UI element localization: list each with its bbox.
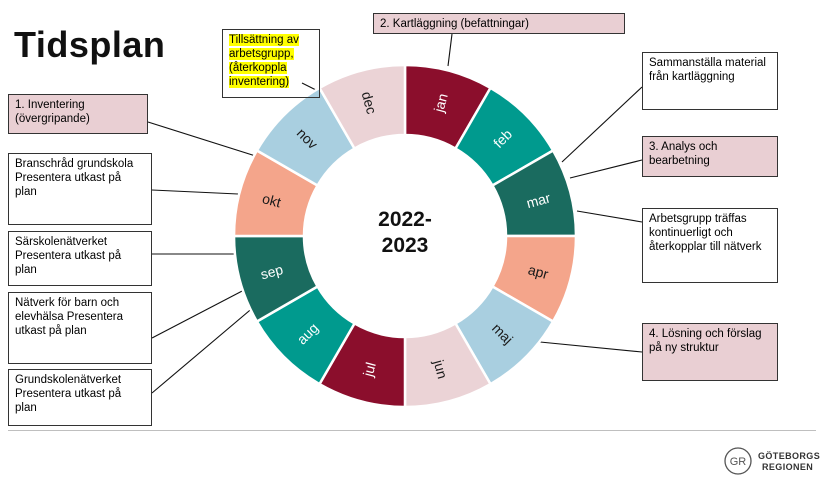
month-label-jun: jun <box>430 357 451 380</box>
connector-grundskole <box>151 299 263 394</box>
month-segment-dec <box>317 63 407 151</box>
month-label-apr: apr <box>526 261 550 282</box>
box-grundskole-text: Grundskolenätverket Presentera utkast på… <box>15 374 122 414</box>
box-analys: 3. Analys och bearbetning <box>642 136 778 177</box>
box-sammanstalla-text: Sammanställa material från kartläggning <box>649 57 766 83</box>
goteborgsregionen-logo: GR GÖTEBORGS REGIONEN <box>724 447 820 475</box>
box-sammanstalla: Sammanställa material från kartläggning <box>642 52 778 110</box>
box-losning-text: 4. Lösning och förslag på ny struktur <box>649 328 762 354</box>
footer-divider <box>8 430 816 431</box>
connector-kartlaggning <box>447 33 453 67</box>
logo-line2: REGIONEN <box>762 462 813 472</box>
box-tillsattning: Tillsättning av arbetsgrupp, (återkoppla… <box>222 29 320 98</box>
logo-line1: GÖTEBORGS <box>758 451 820 461</box>
svg-text:GR: GR <box>730 456 747 468</box>
month-label-dec: dec <box>359 90 380 116</box>
month-label-jul: jul <box>359 360 378 379</box>
box-inventering: 1. Inventering (övergripande) <box>8 94 148 134</box>
box-sarskole-text: Särskolenätverket Presentera utkast på p… <box>15 236 122 276</box>
box-branschrad-text: Branschråd grundskola Presentera utkast … <box>15 158 134 198</box>
month-label-jan: jan <box>430 92 451 115</box>
connector-losning <box>539 341 643 353</box>
box-tillsattning-text: Tillsättning av arbetsgrupp, (återkoppla… <box>229 34 299 88</box>
box-branschrad: Branschråd grundskola Presentera utkast … <box>8 153 152 225</box>
box-analys-text: 3. Analys och bearbetning <box>649 141 718 167</box>
page-title: Tidsplan <box>14 24 166 65</box>
month-label-okt: okt <box>261 190 283 210</box>
connector-lines <box>147 33 643 394</box>
box-sarskole: Särskolenätverket Presentera utkast på p… <box>8 231 152 286</box>
box-losning: 4. Lösning och förslag på ny struktur <box>642 323 778 381</box>
box-inventering-text: 1. Inventering (övergripande) <box>15 99 90 125</box>
connector-arbetsgrupp <box>576 210 643 223</box>
box-kartlaggning-text: 2. Kartläggning (befattningar) <box>380 18 529 30</box>
center-year-line1: 2022- <box>378 208 432 231</box>
connector-inventering <box>147 121 263 159</box>
connector-analys <box>569 159 643 179</box>
box-kartlaggning: 2. Kartläggning (befattningar) <box>373 13 625 34</box>
connector-branschrad <box>151 189 239 195</box>
box-natverk-barn-text: Nätverk för barn och elevhälsa Presenter… <box>15 297 124 337</box>
month-label-mar: mar <box>525 189 553 211</box>
box-arbetsgrupp-text: Arbetsgrupp träffas kontinuerligt och åt… <box>649 213 762 253</box>
connector-sammanstalla <box>561 86 643 163</box>
box-natverk-barn: Nätverk för barn och elevhälsa Presenter… <box>8 292 152 364</box>
connector-natverk-barn <box>151 288 247 339</box>
center-year-line2: 2023 <box>382 234 429 257</box>
box-grundskole: Grundskolenätverket Presentera utkast på… <box>8 369 152 426</box>
box-arbetsgrupp: Arbetsgrupp träffas kontinuerligt och åt… <box>642 208 778 283</box>
month-label-sep: sep <box>259 261 285 282</box>
